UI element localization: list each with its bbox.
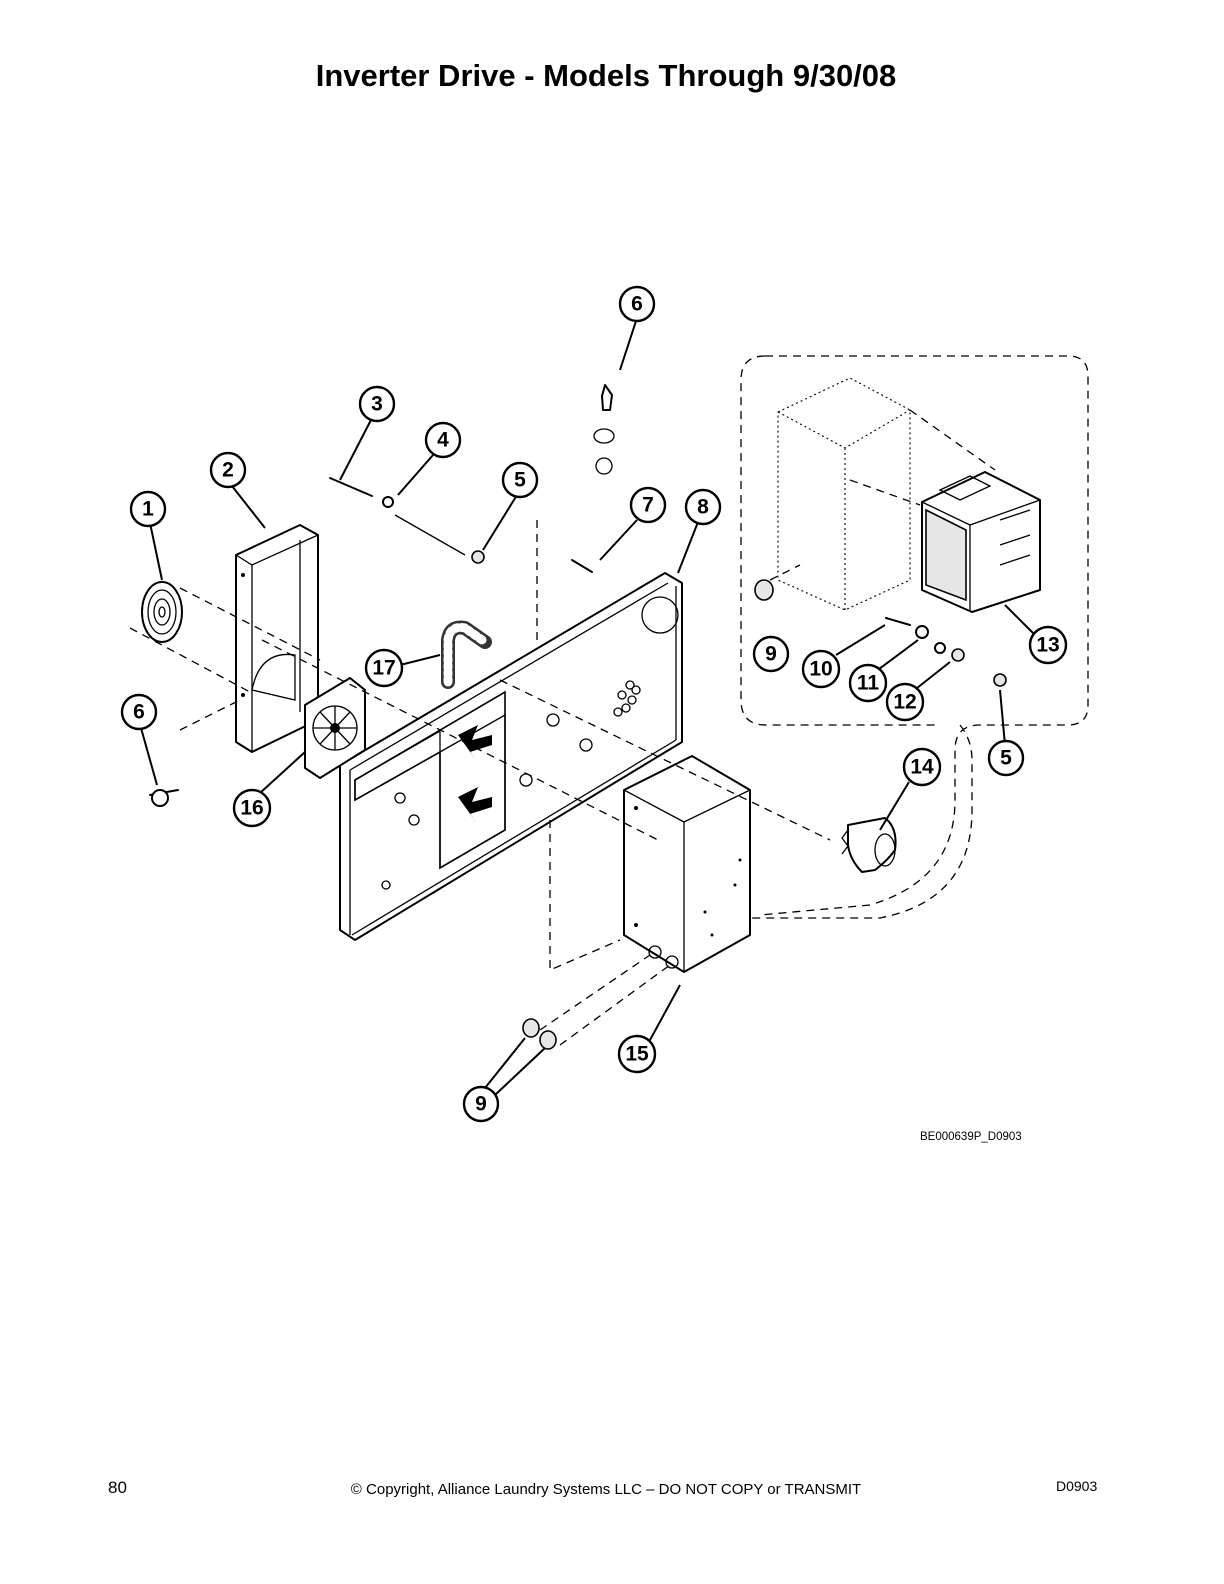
callout-label: 17 [372,657,395,680]
callout-label: 6 [631,293,643,316]
control-panel-plate [339,572,683,941]
callout-label: 11 [857,672,880,695]
callout-label: 9 [475,1093,487,1116]
callout-6a: 6 [618,285,656,323]
callout-label: 7 [642,494,654,517]
callout-6b: 6 [120,693,158,731]
callout-label: 5 [1000,747,1012,770]
callout-16: 16 [232,788,272,828]
inverter-detail-inset-border [740,355,1089,919]
callout-label: 12 [893,691,916,714]
callout-8: 8 [684,488,722,526]
callout-label: 1 [142,498,154,521]
callout-1: 1 [129,490,167,528]
inverter-enclosure-box [623,755,751,973]
callout-leader-lines [140,320,1036,1096]
callout-label: 2 [222,459,234,482]
callout-label: 14 [910,756,934,779]
page-title: Inverter Drive - Models Through 9/30/08 [315,58,897,93]
callout-5b: 5 [987,739,1025,777]
assembly-guide-lines [129,409,996,1046]
callout-14: 14 [902,747,942,787]
cooling-fan [304,677,366,779]
copyright-notice: © Copyright, Alliance Laundry Systems LL… [350,1481,862,1498]
callout-9a: 9 [752,635,790,673]
callout-10: 10 [801,649,841,689]
callout-label: 13 [1036,634,1059,657]
fan-finger-guard [141,581,183,643]
callout-17: 17 [364,648,404,688]
callout-label: 9 [765,643,777,666]
callout-2: 2 [209,451,247,489]
cabinet-outline-ghost [777,377,911,611]
inverter-mount-hardware [754,579,1007,687]
callout-label: 4 [437,429,449,452]
strain-relief-fitting [841,817,897,873]
callout-label: 16 [240,797,263,820]
callout-4: 4 [424,421,462,459]
callout-label: 15 [625,1043,649,1066]
document-code: D0903 [1056,1478,1098,1494]
hole-plugs-pair [522,1018,557,1050]
callout-13: 13 [1028,625,1068,665]
drawing-code: BE000639P_D0903 [920,1131,1022,1143]
drain-hose [441,620,492,689]
page-number: 80 [108,1478,127,1497]
callout-7: 7 [629,486,667,524]
callout-label: 8 [697,496,709,519]
mounting-hardware-set [149,384,615,807]
callout-3: 3 [358,385,396,423]
callout-15: 15 [617,1034,657,1074]
callout-9b: 9 [462,1085,500,1123]
callout-label: 5 [514,469,526,492]
callout-11: 11 [848,663,888,703]
callout-label: 10 [809,658,832,681]
callout-12: 12 [885,682,925,722]
callout-label: 6 [133,701,145,724]
callout-label: 3 [371,393,383,416]
callout-5a: 5 [501,461,539,499]
inverter-drive-unit [921,471,1041,613]
